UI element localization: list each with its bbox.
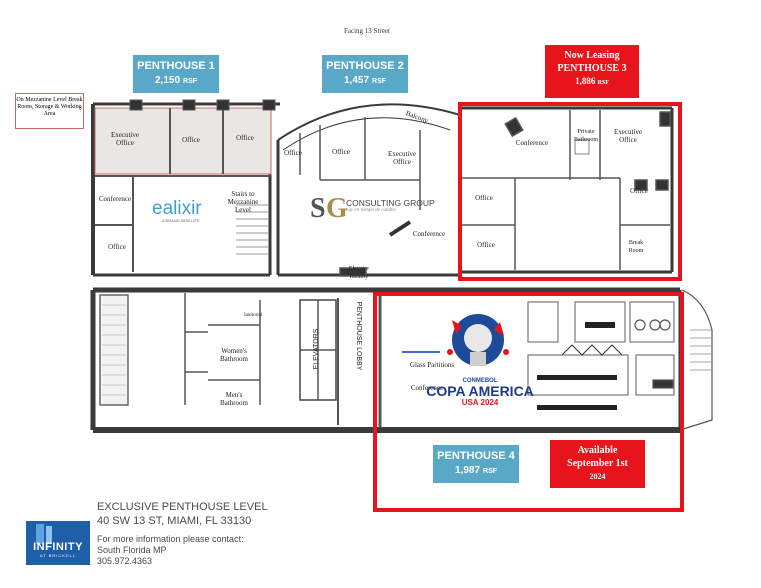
copa-logo-name: COPA AMERICA (426, 383, 534, 399)
infinity-logo-sub: AT BRICKELL (39, 553, 77, 558)
room-ph2-office-a: Office (284, 149, 302, 157)
copa-logo-small: CONMEBOL (462, 378, 498, 384)
sg-logo-mark: S G (310, 193, 348, 224)
footer-contact-name: South Florida MP (97, 545, 167, 555)
infinity-logo-word: INFINITY (33, 541, 83, 553)
copa-logo-sub: USA 2024 (461, 398, 499, 407)
footer-phone: 305.972.4363 (97, 556, 153, 566)
svg-text:S: S (310, 193, 326, 224)
room-womens-bath: Women's Bathroom (220, 347, 248, 363)
room-janitorial: Janitorial (243, 313, 263, 318)
available-line-1: Available (577, 445, 618, 456)
room-ph4-conference: Conference (410, 384, 444, 392)
infinity-logo-text: INFINITY AT BRICKELL (26, 541, 90, 558)
room-ph3-office-c: Office (630, 187, 648, 195)
room-elevator-identity: Elevator Identity (348, 266, 370, 280)
room-glass-partitions: Glass Partitions (409, 361, 455, 369)
room-ph3-break-room: Break Room (628, 240, 644, 254)
available-line-3: 2024 (589, 472, 606, 481)
penthouse-2-name: PENTHOUSE 2 (326, 60, 404, 72)
penthouse-4-name: PENTHOUSE 4 (437, 450, 515, 462)
footer-title: EXCLUSIVE PENTHOUSE LEVEL (97, 501, 268, 513)
ph3-highlight-frame (458, 102, 682, 281)
ph3-interior (462, 110, 671, 270)
room-lobby: PENTHOUSE LOBBY (355, 301, 362, 371)
street-label: Facing 13 Street (344, 27, 390, 35)
room-ph1-office-c: Office (108, 243, 126, 251)
ph4-highlight-frame (373, 292, 684, 512)
ph1-interior (94, 99, 276, 272)
penthouse-3-badge: Now Leasing PENTHOUSE 3 1,886 RSF (545, 45, 639, 98)
elixir-logo-name: ealixir (152, 198, 202, 219)
room-ph2-office-b: Office (332, 148, 350, 156)
copa-trophy-graphic (447, 314, 509, 366)
sg-logo-name: CONSULTING GROUP (346, 198, 435, 208)
penthouse-3-size: 1,886 RSF (575, 76, 609, 86)
svg-text:G: G (326, 193, 348, 224)
room-ph2-conference: Conference (412, 230, 446, 238)
building-walls (90, 102, 682, 433)
ph4-interior (378, 292, 675, 428)
mezzanine-note: On Mezzanine Level Break Room, Storage &… (15, 93, 84, 129)
room-ph1-exec-office: Executive Office (111, 131, 139, 147)
room-ph3-exec-office: Executive Office (614, 128, 642, 144)
penthouse-3-name: PENTHOUSE 3 (557, 63, 627, 74)
mezzanine-note-text: On Mezzanine Level Break Room, Storage &… (16, 97, 83, 117)
elixir-logo: ealixir A BRAND NEW LIFE (152, 199, 224, 223)
room-ph1-office-b: Office (236, 134, 254, 142)
footer-address: 40 SW 13 ST, MIAMI, FL 33130 (97, 515, 252, 527)
ph2-interior (299, 117, 421, 277)
available-line-2: September 1st (567, 458, 628, 469)
room-ph3-office-a: Office (475, 194, 493, 202)
room-ph3-private-bath: Private Bathroom (574, 129, 598, 143)
elixir-logo-tagline: A BRAND NEW LIFE (162, 218, 200, 223)
room-stairs: Stairs to Mezzanine Level (227, 190, 259, 214)
room-elevators: ELEVATORS (313, 328, 320, 370)
room-ph3-office-b: Office (477, 241, 495, 249)
exterior-stair (679, 289, 713, 431)
room-mens-bath: Men's Bathroom (220, 391, 248, 407)
penthouse-1-name: PENTHOUSE 1 (137, 60, 215, 72)
room-ph1-office-a: Office (182, 136, 200, 144)
infinity-logo-mark (26, 521, 90, 565)
room-ph3-conference: Conference (515, 139, 549, 147)
core-interior (99, 293, 339, 425)
sg-logo-tagline: hay en tiempo de cambio (346, 208, 396, 213)
available-badge: Available September 1st 2024 (550, 440, 645, 488)
room-ph1-conference: Conference (98, 195, 132, 203)
footer-contact-label: For more information please contact: (97, 534, 244, 544)
copa-logo: CONMEBOL COPA AMERICA USA 2024 (425, 378, 535, 407)
room-ph2-exec-office: Executive Office (388, 150, 416, 166)
penthouse-3-status: Now Leasing (564, 50, 620, 61)
sg-logo-text: SG CONSULTING GROUP hay en tiempo de cam… (346, 198, 436, 213)
